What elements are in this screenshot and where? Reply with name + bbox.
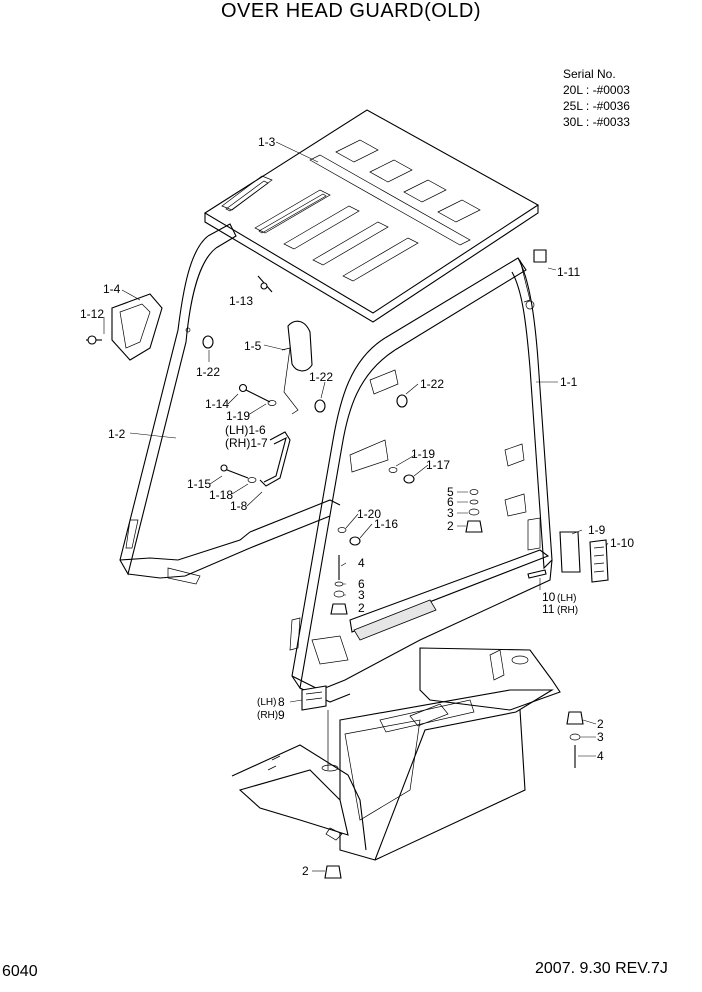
callout-1-11: 1-11 xyxy=(557,265,580,279)
serial-number-block: Serial No. 20L : -#0003 25L : -#0036 30L… xyxy=(563,66,630,130)
callout-1-3: 1-3 xyxy=(258,135,276,149)
serial-line: 20L : -#0003 xyxy=(563,83,630,97)
callout-1-19: 1-19 xyxy=(226,409,250,423)
callout-8-side: (LH) xyxy=(257,697,276,708)
page-title: OVER HEAD GUARD(OLD) xyxy=(220,0,482,22)
callout-11-side: (RH) xyxy=(557,605,578,616)
callout-1-15: 1-15 xyxy=(187,477,211,491)
page-number: 6040 xyxy=(2,963,38,980)
callout-10-side: (LH) xyxy=(557,593,576,604)
mirror-bracket xyxy=(86,293,163,361)
bolts-and-washers xyxy=(202,249,609,879)
callout-1-18: 1-18 xyxy=(209,488,233,502)
callout-lh-1-6: (LH)1-6 xyxy=(225,423,266,437)
base-fender xyxy=(231,647,561,861)
callout-1-14: 1-14 xyxy=(205,397,229,411)
revision-date: 2007. 9.30 REV.7J xyxy=(535,960,668,977)
callout-9: 9 xyxy=(278,708,285,722)
serial-heading: Serial No. xyxy=(563,67,616,81)
callout-2: 2 xyxy=(597,717,604,731)
callout-1-12: 1-12 xyxy=(80,307,104,321)
callout-4: 4 xyxy=(358,556,365,570)
callout-1-4: 1-4 xyxy=(103,282,121,296)
assist-grip xyxy=(259,431,291,487)
callout-3: 3 xyxy=(447,506,454,520)
callout-1-1: 1-1 xyxy=(560,375,578,389)
callout-3: 3 xyxy=(358,588,365,602)
leader-lines xyxy=(103,141,609,872)
roof-panel xyxy=(203,109,540,323)
callout-6: 6 xyxy=(447,495,454,509)
callout-11: 11 xyxy=(542,602,555,616)
callout-2: 2 xyxy=(302,864,309,878)
callout-1-9: 1-9 xyxy=(588,523,606,537)
callout-1-22: 1-22 xyxy=(309,370,333,384)
serial-line: 25L : -#0036 xyxy=(563,99,630,113)
callout-4: 4 xyxy=(597,749,604,763)
callout-rh-1-7: (RH)1-7 xyxy=(225,436,268,450)
callout-1-22: 1-22 xyxy=(196,365,220,379)
serial-line: 30L : -#0033 xyxy=(563,115,630,129)
callout-1-19: 1-19 xyxy=(411,447,435,461)
callout-1-8: 1-8 xyxy=(230,499,248,513)
callout-10: 10 xyxy=(542,590,556,604)
callout-1-20: 1-20 xyxy=(357,507,381,521)
callout-3: 3 xyxy=(597,730,604,744)
callout-1-13: 1-13 xyxy=(229,294,253,308)
callout-8: 8 xyxy=(278,695,285,709)
callout-6: 6 xyxy=(358,577,365,591)
callout-1-2: 1-2 xyxy=(108,427,126,441)
callout-9-side: (RH) xyxy=(257,710,278,721)
callout-1-16: 1-16 xyxy=(374,517,398,531)
mirror xyxy=(281,320,313,415)
right-frame xyxy=(289,257,553,703)
callout-1-22: 1-22 xyxy=(420,377,444,391)
callout-5: 5 xyxy=(447,485,454,499)
callout-1-5: 1-5 xyxy=(244,339,262,353)
callout-1-10: 1-10 xyxy=(610,536,634,550)
left-frame xyxy=(119,223,341,585)
callout-1-17: 1-17 xyxy=(426,458,450,472)
callout-2: 2 xyxy=(447,519,454,533)
callout-2: 2 xyxy=(358,601,365,615)
callout-labels: 1-3 1-4 1-12 1-13 1-11 1-5 1-22 1-22 1-2… xyxy=(80,135,634,878)
